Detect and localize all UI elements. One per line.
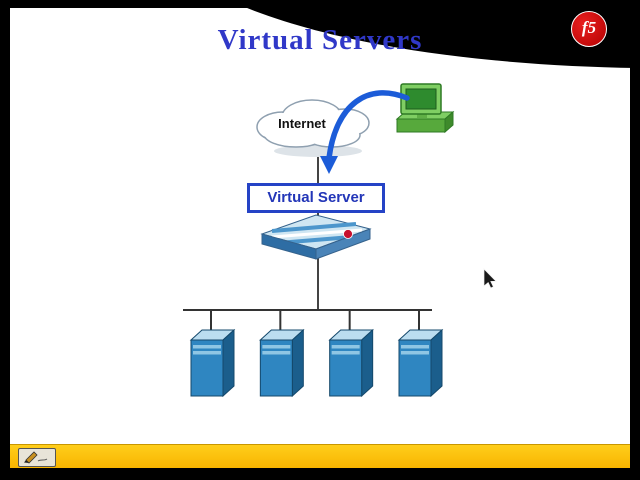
internet-label: Internet [278, 116, 326, 131]
pencil-tool-button[interactable] [18, 448, 56, 467]
virtual-server-label: Virtual Server [267, 189, 365, 206]
f5-logo: f5 [571, 11, 607, 47]
pencil-tool-icon [24, 451, 48, 464]
slide [10, 8, 630, 467]
bottom-toolbar [10, 444, 630, 468]
virtual-server-box: Virtual Server [247, 183, 385, 213]
slide-title: Virtual Servers [217, 24, 423, 56]
f5-logo-text: f5 [581, 18, 597, 37]
